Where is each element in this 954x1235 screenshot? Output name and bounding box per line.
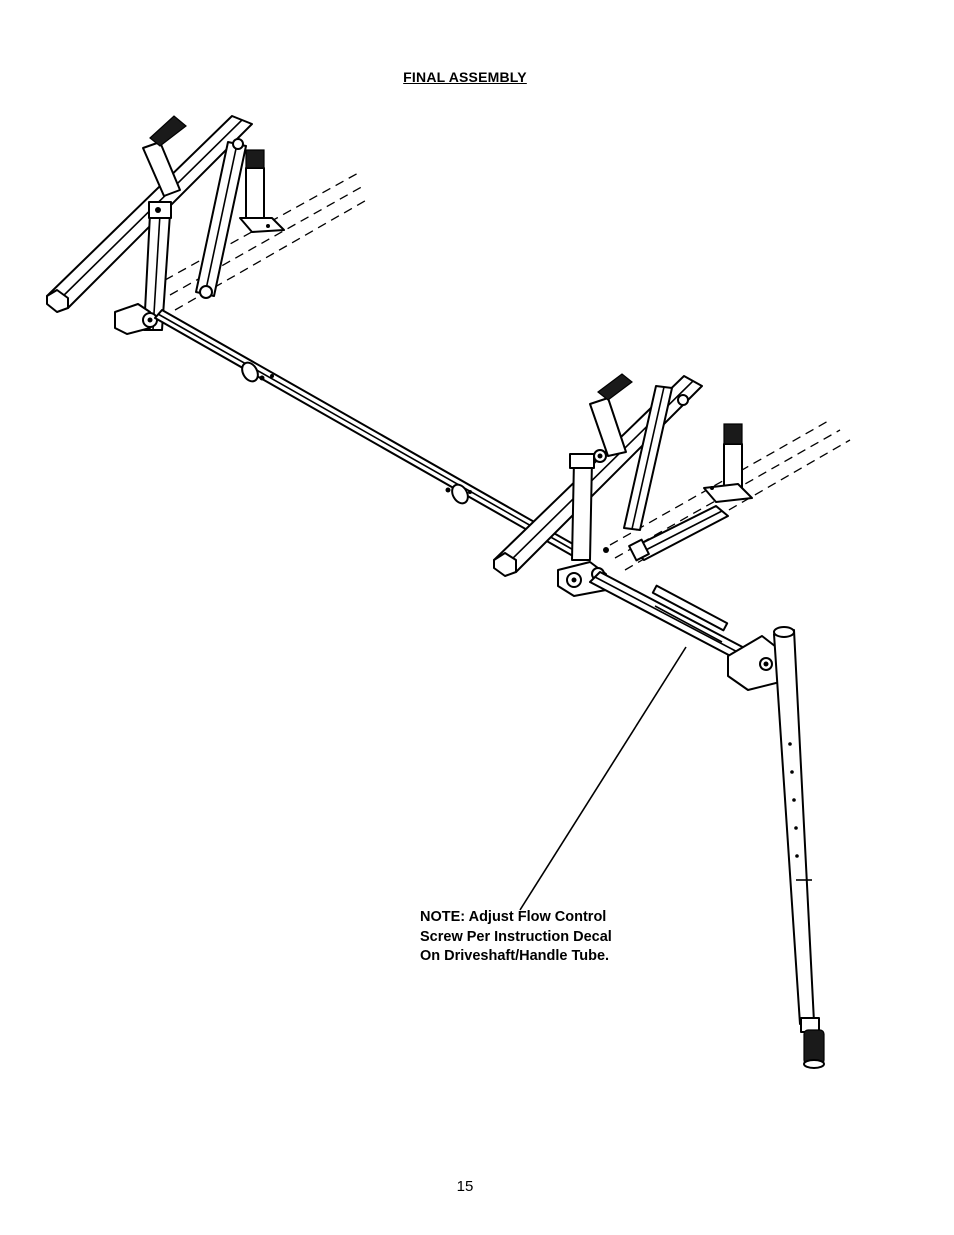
page-number: 15 <box>456 1178 474 1195</box>
right-stand-cap <box>723 423 743 445</box>
handle-pole <box>773 626 825 1069</box>
instruction-decal <box>651 584 729 632</box>
right-handle-grip <box>597 373 633 401</box>
right-strut-rear <box>571 459 593 561</box>
right-stand-foot <box>703 483 753 503</box>
note-leader-line <box>519 646 687 911</box>
page-title: FINAL ASSEMBLY <box>403 69 527 85</box>
right-handle-post <box>589 397 627 457</box>
handle-arm <box>589 571 781 691</box>
left-stand-foot <box>239 217 285 233</box>
right-frame-assembly <box>493 373 753 597</box>
note-line: On Driveshaft/Handle Tube. <box>420 948 610 964</box>
left-frame-assembly <box>46 115 285 335</box>
note-line: NOTE: Adjust Flow Control <box>420 909 607 925</box>
driveshaft-tube <box>154 309 581 557</box>
left-stand-cap <box>245 149 265 169</box>
flow-control-note: NOTE: Adjust Flow Control Screw Per Inst… <box>420 908 680 967</box>
note-line: Screw Per Instruction Decal <box>420 928 612 945</box>
left-stand-post <box>245 167 265 221</box>
left-handle-grip <box>149 115 187 147</box>
left-handle-post <box>142 141 181 197</box>
dashed-rail-right <box>609 419 851 571</box>
pole-grip <box>803 1029 825 1065</box>
